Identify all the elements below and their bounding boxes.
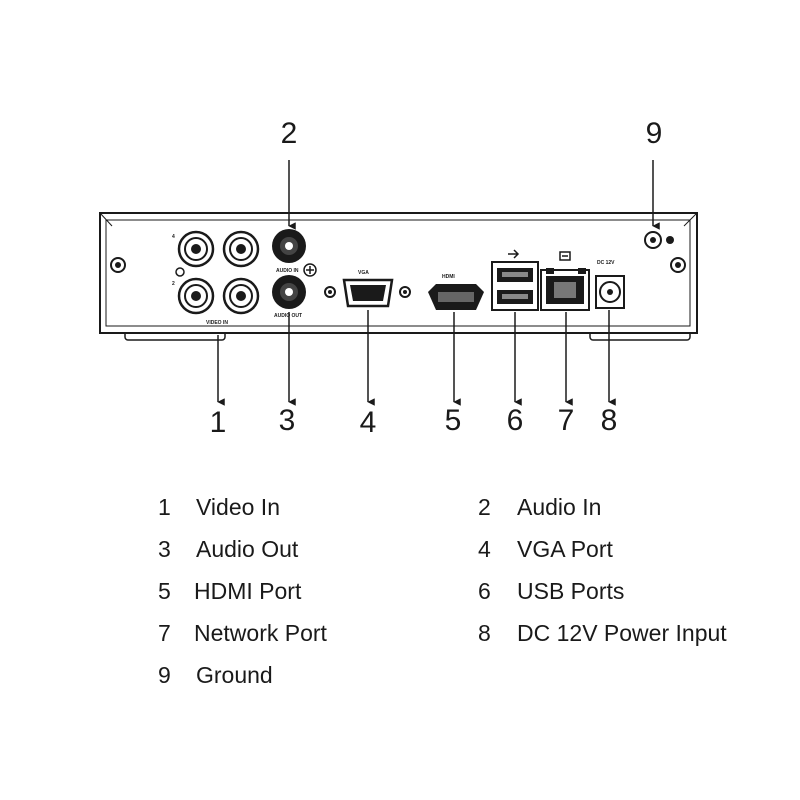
- hdmi-label: HDMI: [442, 274, 455, 280]
- video-in-label: VIDEO IN: [206, 320, 228, 326]
- audio-in-port: AUDIO IN: [272, 229, 306, 274]
- bnc-video-2: [222, 230, 260, 268]
- dc-label: DC 12V: [597, 260, 615, 266]
- callout-numbers: 2 9 1 3 4 5 6 7 8: [210, 117, 663, 439]
- screw-left: [110, 257, 126, 273]
- screw-right: [670, 257, 686, 273]
- audio-ground-symbol: [303, 263, 317, 277]
- audio-out-port: AUDIO OUT: [272, 275, 306, 319]
- video-in-ports: 4 2 VIDEO IN: [172, 230, 260, 326]
- vga-port: VGA: [324, 270, 411, 308]
- dc-power-port: DC 12V: [595, 260, 625, 309]
- bnc-video-1: [177, 230, 215, 268]
- usb-ports: [491, 249, 539, 311]
- hdmi-port: HDMI: [428, 274, 484, 310]
- callout-6: 6: [507, 404, 524, 437]
- callout-3: 3: [279, 404, 296, 437]
- bnc-video-3: [177, 277, 215, 315]
- callout-2: 2: [281, 117, 298, 150]
- leader-lines: [217, 160, 660, 406]
- device-chassis: [99, 212, 698, 334]
- network-port: [540, 251, 590, 311]
- callout-7: 7: [558, 404, 575, 437]
- network-icon: [559, 251, 571, 261]
- usb-icon: [508, 249, 520, 259]
- callout-4: 4: [360, 406, 377, 439]
- ch3-label: 2: [172, 281, 175, 287]
- callout-1: 1: [210, 406, 227, 439]
- callout-5: 5: [445, 404, 462, 437]
- callout-9: 9: [646, 117, 663, 150]
- audio-out-label: AUDIO OUT: [274, 313, 302, 319]
- ch1-label: 4: [172, 234, 175, 240]
- bnc-video-4: [222, 277, 260, 315]
- audio-in-label: AUDIO IN: [276, 268, 299, 274]
- vga-label: VGA: [358, 270, 369, 276]
- callout-8: 8: [601, 404, 618, 437]
- ground-terminal: [644, 231, 674, 249]
